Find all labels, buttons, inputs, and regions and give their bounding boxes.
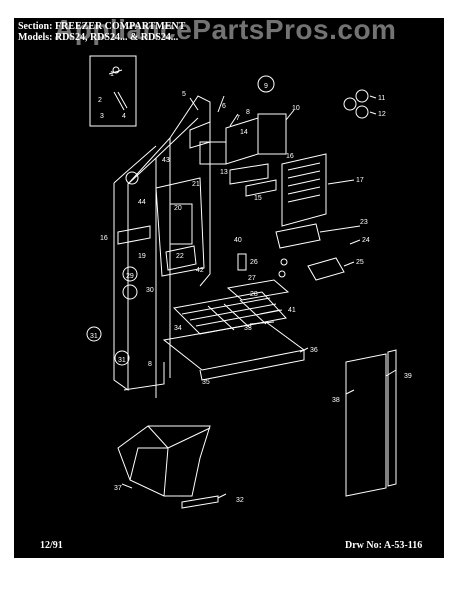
part-label: 31 (90, 333, 98, 340)
part-label-group: 1 2 3 4 5 6 7 8 9 10 11 12 13 14 15 16 1… (90, 71, 412, 504)
part-label: 15 (254, 195, 262, 202)
part-label: 42 (196, 267, 204, 274)
part-label: 33 (244, 325, 252, 332)
part-label: 11 (378, 95, 385, 102)
callout-1-icon (125, 171, 139, 185)
part-label: 39 (404, 373, 412, 380)
part-label: 16 (100, 235, 108, 242)
part-label: 10 (292, 105, 300, 112)
part-label: 25 (356, 259, 364, 266)
part-label: 14 (240, 129, 248, 136)
callout-31b-icon (114, 350, 130, 366)
part-label: 1 (110, 71, 114, 78)
part-label: 35 (202, 379, 210, 386)
models-header: Models: RDS24, RDS24... & RDS24... (18, 32, 178, 43)
section-value: FREEZER COMPARTMENT (54, 21, 186, 32)
glass-shelf (162, 321, 306, 371)
drawing-number: Drw No: A-53-116 (345, 540, 423, 551)
part-label: 7 (236, 115, 240, 122)
panel-17 (281, 153, 327, 227)
part-label: 12 (378, 111, 386, 118)
part-label: 30 (146, 287, 154, 294)
part-label: 20 (174, 205, 182, 212)
part-label: 4 (122, 113, 126, 120)
callout-30-icon (122, 284, 138, 300)
part-label: 13 (220, 169, 228, 176)
part-label: 23 (360, 219, 368, 226)
part-label: 28 (250, 291, 258, 298)
part-label: 2 (98, 97, 102, 104)
icemaker-housing (257, 113, 287, 155)
part-label: 21 (192, 181, 200, 188)
part-label: 36 (310, 347, 318, 354)
part-label: 41 (288, 307, 296, 314)
part-label: 16 (286, 153, 294, 160)
part-label: 3 (100, 113, 104, 120)
door-panel-38 (345, 353, 387, 497)
part-label: 8 (148, 361, 152, 368)
part-label: 38 (332, 397, 340, 404)
models-value: RDS24, RDS24... & RDS24... (54, 32, 179, 43)
footer-date: 12/91 (40, 540, 63, 551)
section-header: Section: FREEZER COMPARTMENT (18, 21, 185, 32)
callout-29-icon (122, 266, 138, 282)
part-label: 22 (176, 253, 184, 260)
part-label: 8 (246, 109, 250, 116)
callout-31a-icon (86, 326, 102, 342)
part-label: 26 (250, 259, 258, 266)
part-label: 9 (264, 83, 268, 90)
part-label: 32 (236, 497, 244, 504)
wire-shelf (172, 291, 287, 335)
part-label: 24 (362, 237, 370, 244)
part-label: 27 (248, 275, 256, 282)
callout-12-icon (355, 105, 369, 119)
part-label: 40 (234, 237, 242, 244)
callout-11-icon (355, 89, 369, 103)
cabinet-outline (113, 95, 211, 391)
models-label: Models: (18, 32, 53, 43)
part-label: 5 (182, 91, 186, 98)
part-label: 37 (114, 485, 122, 492)
section-label: Section: (18, 21, 53, 32)
exploded-parts-diagram: 1 2 3 4 5 6 7 8 9 10 11 12 13 14 15 16 1… (86, 55, 412, 509)
ice-bin-37 (117, 425, 211, 497)
evaporator-frame (155, 177, 205, 277)
diagram-sheet: 1 2 3 4 5 6 7 8 9 10 11 12 13 14 15 16 1… (14, 18, 444, 558)
part-label: 43 (162, 157, 170, 164)
part-label: 19 (138, 253, 146, 260)
part-label: 44 (138, 199, 146, 206)
part-label: 6 (222, 103, 226, 110)
part-label: 31 (118, 357, 126, 364)
watermark-text: AppliancePartsPros.com (54, 18, 397, 45)
inset-box-hinge (89, 55, 137, 127)
callout-9-icon (257, 75, 275, 93)
part-label: 29 (126, 273, 134, 280)
part-label: 34 (174, 325, 182, 332)
part-label: 17 (356, 177, 364, 184)
